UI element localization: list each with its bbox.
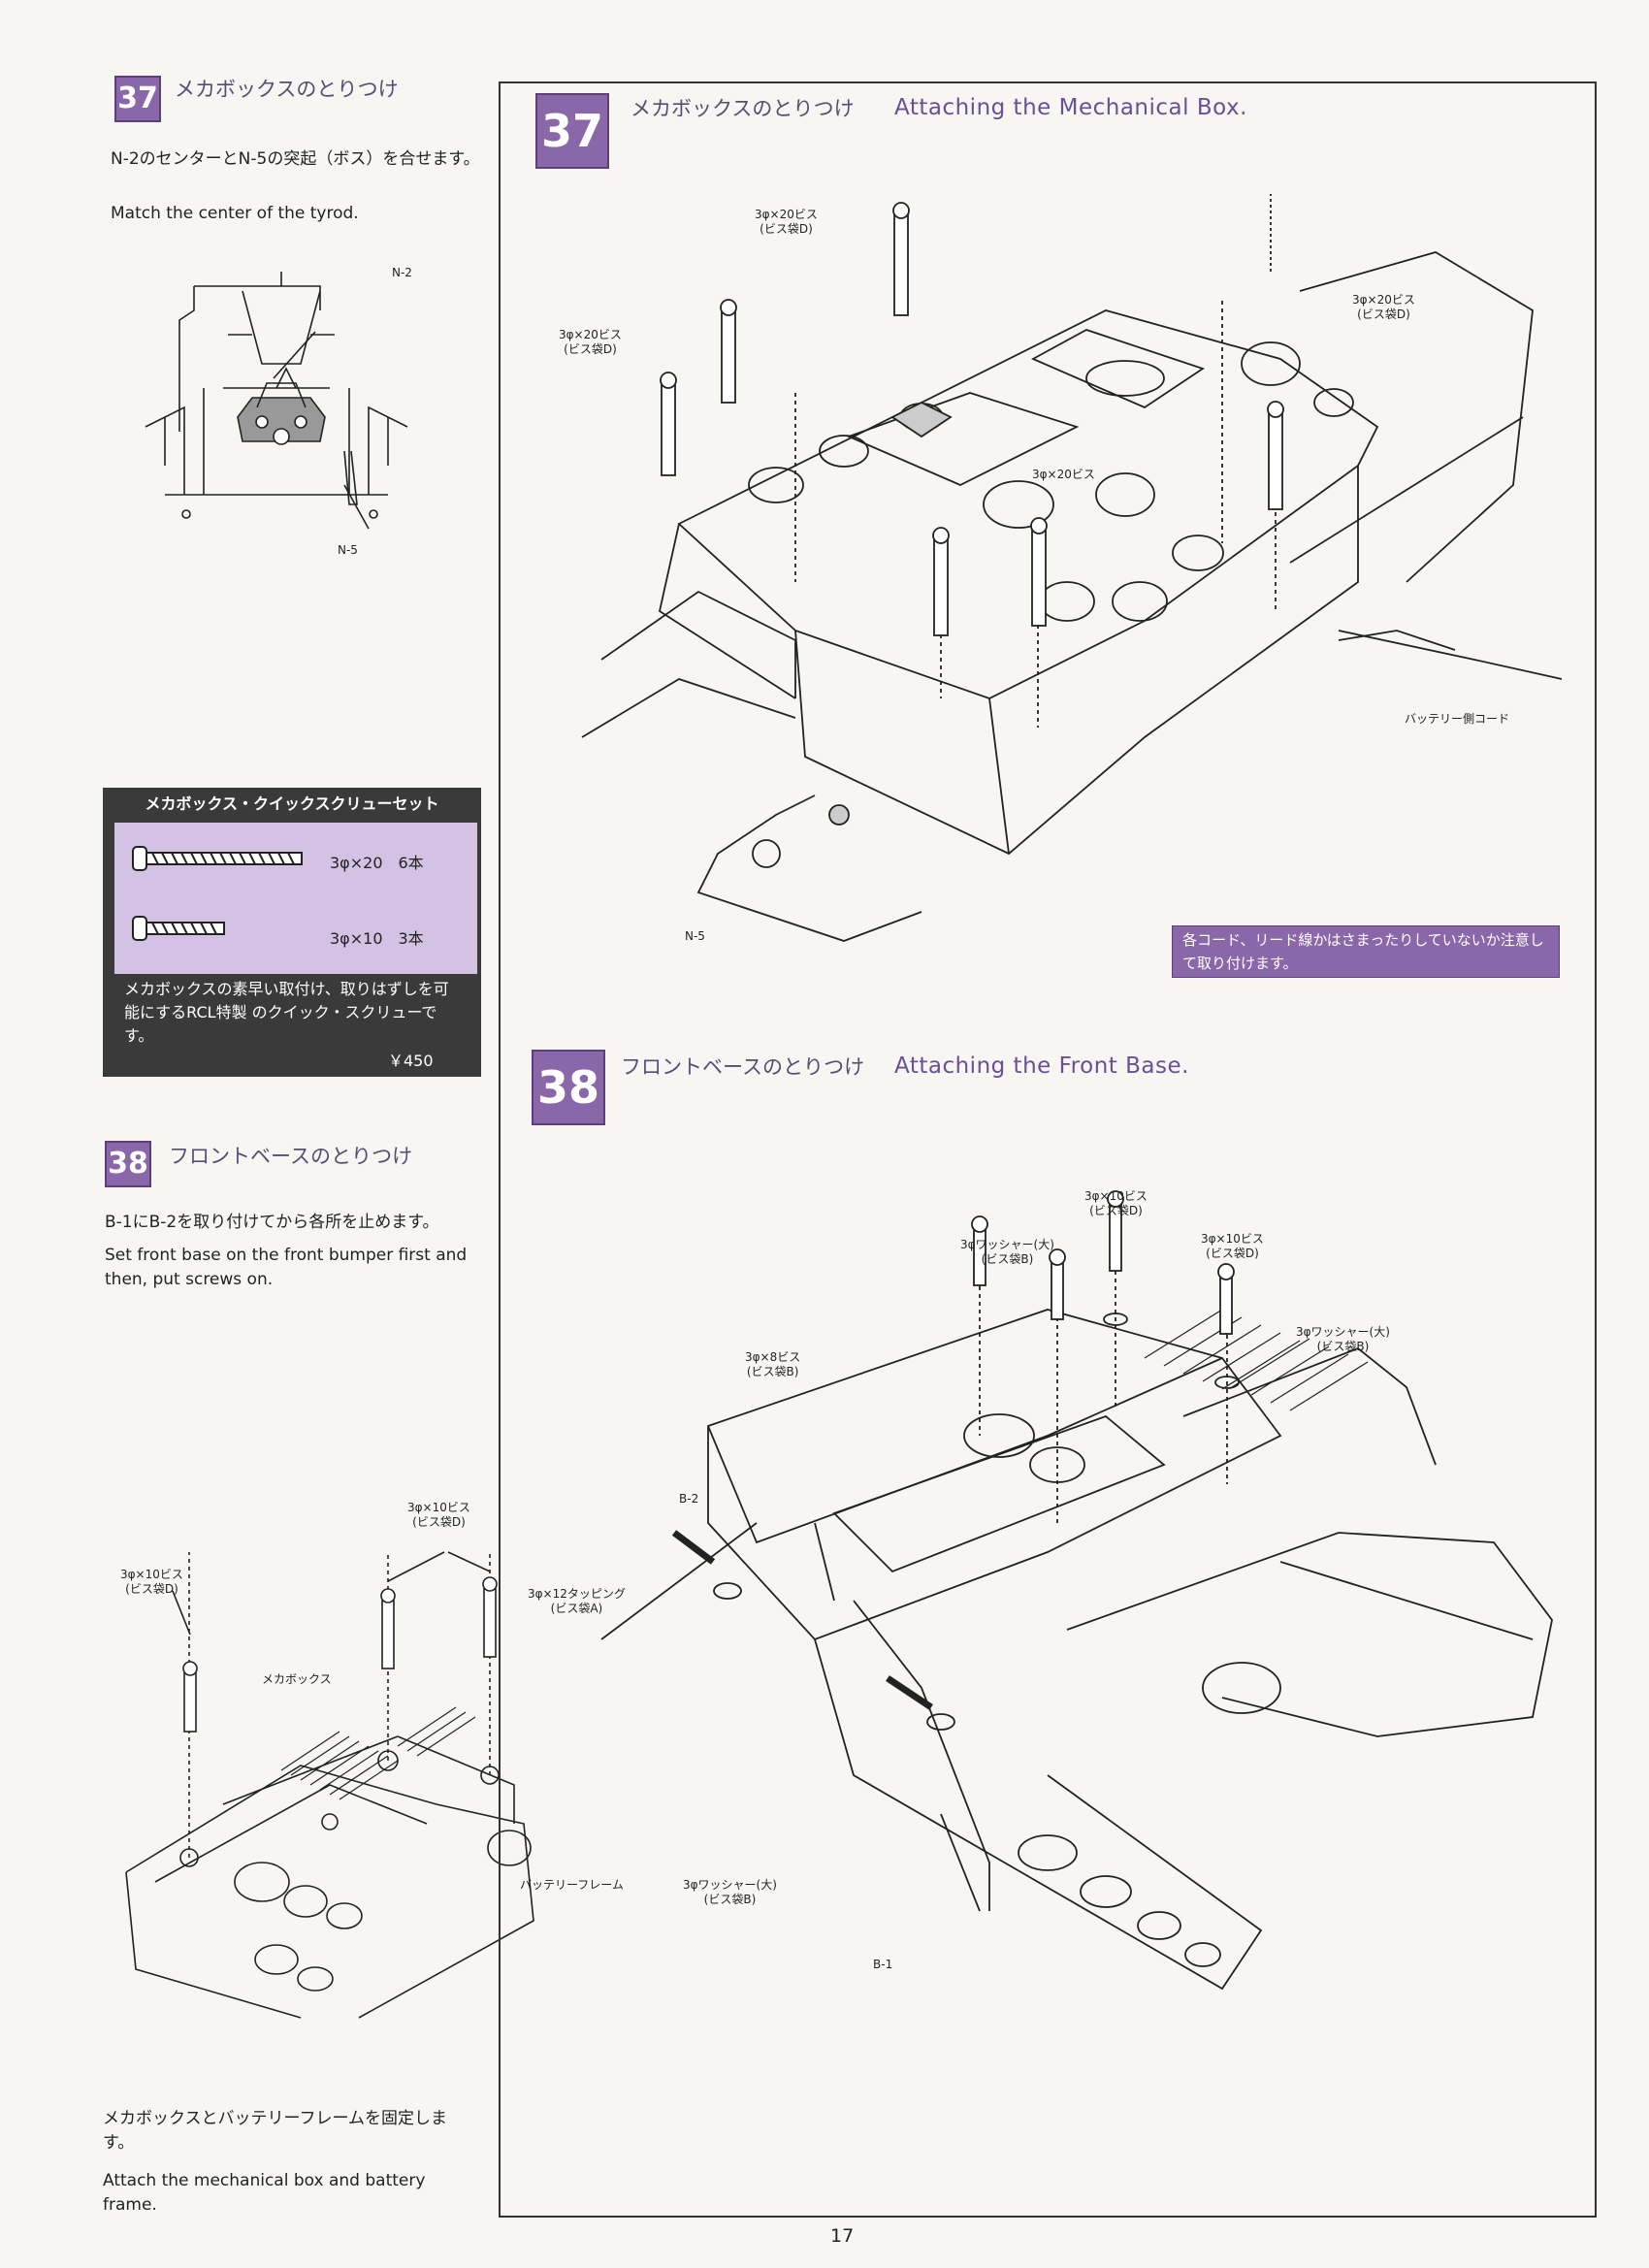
screw3-size: 3φ×20ビス (1352, 293, 1415, 307)
screw1-size: 3φ×20ビス (755, 208, 818, 221)
washer-b-bag: (ビス袋B) (1316, 1340, 1370, 1353)
screw-8-label: 3φ×8ビス (ビス袋B) (745, 1350, 800, 1379)
step-38-title-left: フロントベースのとりつけ (169, 1145, 413, 1168)
screw2-label: 3φ×20ビス (ビス袋D) (559, 328, 622, 357)
bottom-screw-a-size: 3φ×10ビス (407, 1501, 470, 1514)
short-screw-icon (132, 916, 225, 941)
bottom-screw-b-bag: (ビス袋D) (125, 1582, 178, 1596)
bottom-text-en: Attach the mechanical box and battery fr… (103, 2171, 426, 2215)
battery-cord-label: バッテリー側コード (1405, 712, 1510, 726)
screw-10b-size: 3φ×10ビス (1201, 1232, 1264, 1246)
front-base-diagram (600, 1190, 1553, 1991)
step-37-title-left: メカボックスのとりつけ (175, 78, 399, 101)
step-37-text-en: Match the center of the tyrod. (111, 204, 359, 223)
bottom-screw-b-label: 3φ×10ビス (ビス袋D) (120, 1568, 183, 1597)
label-n5-right: N-5 (685, 929, 705, 943)
washer-b-label: 3φワッシャー(大) (ビス袋B) (1296, 1325, 1390, 1354)
label-n5-left: N-5 (338, 543, 358, 557)
washer-c-bag: (ビス袋B) (703, 1893, 757, 1906)
screw3-label: 3φ×20ビス (ビス袋D) (1352, 293, 1415, 322)
label-battery-frame: バッテリーフレーム (520, 1878, 624, 1892)
screw-10b-bag: (ビス袋D) (1206, 1247, 1259, 1260)
step-37-badge-small: 37 (114, 76, 161, 122)
screw-set-row1: 3φ×20 6本 (330, 854, 424, 872)
step-37-text-ja: N-2のセンターとN-5の突起（ボス）を合せます。 (111, 149, 480, 169)
step-38-title-en: Attaching the Front Base. (894, 1053, 1189, 1079)
step-38-text-en: Set front base on the front bumper first… (105, 1246, 468, 1289)
step-38-title-ja: フロントベースのとりつけ (621, 1055, 865, 1079)
screw-8-size: 3φ×8ビス (745, 1350, 801, 1364)
washer-a-label: 3φワッシャー(大) (ビス袋B) (960, 1238, 1054, 1267)
bottom-text-ja: メカボックスとバッテリーフレームを固定します。 (103, 2109, 447, 2153)
bottom-screw-a-bag: (ビス袋D) (412, 1515, 466, 1529)
cord-caution-note: 各コード、リード線かはさまったりしていないか注意して取り付けます。 (1172, 925, 1560, 978)
washer-a-size: 3φワッシャー(大) (960, 1238, 1054, 1251)
step-38-badge-large: 38 (532, 1050, 605, 1125)
mechanical-box-diagram (581, 194, 1563, 942)
step-37-badge-large: 37 (535, 93, 609, 169)
step-37-title-ja: メカボックスのとりつけ (630, 97, 855, 120)
label-b2: B-2 (679, 1492, 699, 1506)
bottom-screw-a-label: 3φ×10ビス (ビス袋D) (407, 1501, 470, 1530)
mecha-battery-diagram (125, 1551, 534, 2019)
screw-10a-size: 3φ×10ビス (1084, 1189, 1148, 1203)
right-panel (499, 81, 1597, 2218)
screw-8-bag: (ビス袋B) (746, 1365, 799, 1378)
step-38-text-ja: B-1にB-2を取り付けてから各所を止めます。 (105, 1213, 439, 1232)
screw-10b-label: 3φ×10ビス (ビス袋D) (1201, 1232, 1264, 1261)
screw-set-price: ￥450 (388, 1052, 434, 1070)
label-mechabox: メカボックス (262, 1672, 332, 1686)
screw-set-items (114, 823, 477, 974)
tapping-label: 3φ×12タッピング (ビス袋A) (528, 1587, 626, 1616)
screw1-label: 3φ×20ビス (ビス袋D) (755, 208, 818, 237)
tyrod-diagram (145, 272, 408, 530)
label-n2: N-2 (392, 266, 412, 279)
long-screw-icon (132, 846, 303, 871)
screw-set-description: メカボックスの素早い取付け、取りはずしを可能にするRCL特製 のクイック・スクリ… (124, 980, 449, 1045)
screw-10a-bag: (ビス袋D) (1089, 1204, 1143, 1217)
label-b1: B-1 (873, 1958, 893, 1971)
screw4-label: 3φ×20ビス (1032, 468, 1095, 481)
screw-set-row2: 3φ×10 3本 (330, 929, 424, 948)
tapping-size: 3φ×12タッピング (528, 1587, 626, 1601)
tapping-bag: (ビス袋A) (550, 1602, 603, 1615)
step-37-title-en: Attaching the Mechanical Box. (894, 95, 1247, 120)
step-38-badge-small: 38 (105, 1141, 151, 1187)
washer-a-bag: (ビス袋B) (981, 1252, 1034, 1266)
washer-c-size: 3φワッシャー(大) (683, 1878, 777, 1892)
screw-10a-label: 3φ×10ビス (ビス袋D) (1084, 1189, 1148, 1218)
bottom-screw-b-size: 3φ×10ビス (120, 1568, 183, 1581)
screw2-bag: (ビス袋D) (564, 342, 617, 356)
screw2-size: 3φ×20ビス (559, 328, 622, 341)
screw-set-title: メカボックス・クイックスクリューセット (145, 794, 439, 813)
page-number: 17 (830, 2225, 855, 2247)
screw3-bag: (ビス袋D) (1357, 308, 1410, 321)
screw1-bag: (ビス袋D) (760, 222, 813, 236)
washer-c-label: 3φワッシャー(大) (ビス袋B) (683, 1878, 777, 1907)
washer-b-size: 3φワッシャー(大) (1296, 1325, 1390, 1339)
